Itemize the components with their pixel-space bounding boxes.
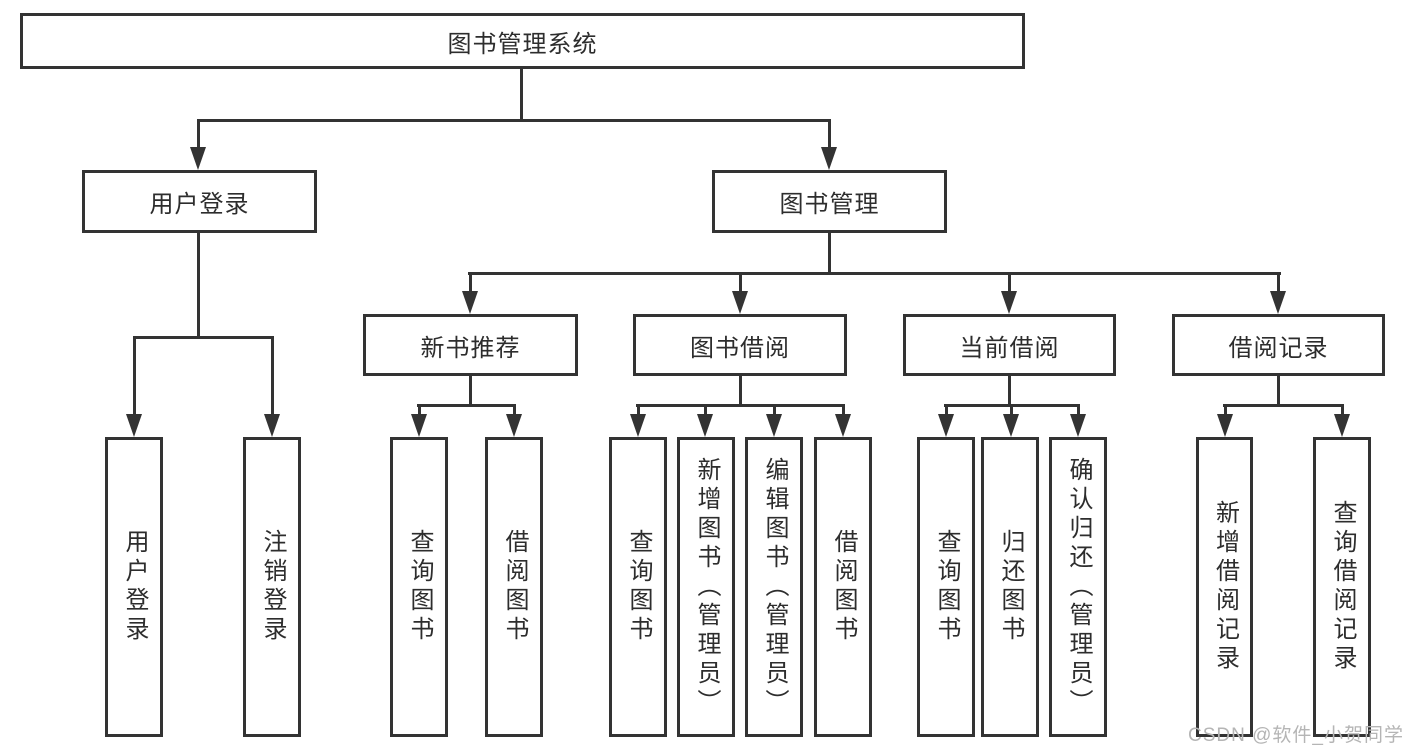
- arrowhead-leaf-icon: [630, 414, 646, 437]
- connector-user-login-stub: [197, 230, 200, 339]
- node-leaf-edit-books-admin: 编辑图书（管理员）: [745, 437, 803, 737]
- node-label: 图书管理: [779, 191, 880, 218]
- node-label: 查询借阅记录: [1329, 500, 1356, 674]
- connector-bus-borrow-record: [1223, 404, 1344, 407]
- csdn-watermark: CSDN @软件_小贺同学: [1188, 725, 1404, 746]
- arrowhead-leaf-icon: [1003, 414, 1019, 437]
- connector-drop-leaf: [1077, 404, 1080, 422]
- connector-drop-leaf: [945, 404, 948, 422]
- arrowhead-user-login-icon: [190, 147, 206, 170]
- node-leaf-query-books-1: 查询图书: [390, 437, 448, 737]
- connector-drop-user-login: [197, 119, 200, 151]
- node-label: 图书借阅: [690, 334, 790, 362]
- node-leaf-add-borrow-record: 新增借阅记录: [1196, 437, 1253, 737]
- connector-book-management-stub: [828, 230, 831, 275]
- arrowhead-leaf-icon: [1070, 414, 1086, 437]
- connector-drop-leaf: [704, 404, 707, 422]
- node-leaf-user-login: 用户登录: [105, 437, 163, 737]
- connector-bus-book-borrow: [636, 404, 845, 407]
- arrowhead-login-leaf-icon: [126, 414, 142, 437]
- arrowhead-current-borrow-icon: [1001, 291, 1017, 314]
- node-label: 用户登录: [149, 191, 250, 218]
- arrowhead-leaf-icon: [835, 414, 851, 437]
- connector-drop-logout-leaf: [271, 336, 274, 420]
- node-leaf-confirm-return-admin: 确认归还（管理员）: [1049, 437, 1107, 737]
- arrowhead-leaf-icon: [697, 414, 713, 437]
- node-leaf-add-books-admin: 新增图书（管理员）: [677, 437, 735, 737]
- connector-bus-level1: [197, 119, 831, 122]
- node-label: 确认归还（管理员）: [1065, 456, 1092, 718]
- arrowhead-leaf-icon: [506, 414, 522, 437]
- connector-drop-book-borrow: [739, 272, 742, 297]
- node-leaf-logout: 注销登录: [243, 437, 301, 737]
- arrowhead-leaf-icon: [1217, 414, 1233, 437]
- arrowhead-book-management-icon: [821, 147, 837, 170]
- arrowhead-leaf-icon: [1334, 414, 1350, 437]
- connector-drop-current-borrow: [1008, 272, 1011, 297]
- node-label: 归还图书: [997, 529, 1024, 645]
- arrowhead-book-borrow-icon: [732, 291, 748, 314]
- node-book-borrowing: 图书借阅: [633, 314, 847, 376]
- node-label: 新书推荐: [420, 334, 521, 362]
- node-leaf-query-books-3: 查询图书: [917, 437, 975, 737]
- connector-bus-new-book: [417, 404, 516, 407]
- node-leaf-return-books: 归还图书: [981, 437, 1039, 737]
- arrowhead-borrow-record-icon: [1270, 291, 1286, 314]
- node-label: 借阅图书: [830, 529, 857, 645]
- node-current-borrowing: 当前借阅: [903, 314, 1116, 376]
- connector-drop-new-book: [469, 272, 472, 297]
- node-label: 查询图书: [625, 529, 652, 645]
- node-library-management-system: 图书管理系统: [20, 13, 1025, 69]
- node-leaf-borrow-books-1: 借阅图书: [485, 437, 543, 737]
- arrowhead-leaf-icon: [938, 414, 954, 437]
- node-label: 用户登录: [121, 529, 148, 645]
- node-new-book-recommend: 新书推荐: [363, 314, 578, 376]
- connector-drop-leaf: [513, 404, 516, 422]
- connector-drop-leaf: [637, 404, 640, 422]
- node-label: 借阅记录: [1228, 334, 1329, 362]
- node-label: 图书管理系统: [447, 30, 598, 58]
- connector-bus-book-management: [468, 272, 1281, 275]
- arrowhead-new-book-icon: [462, 291, 478, 314]
- node-label: 查询图书: [933, 529, 960, 645]
- connector-drop-borrow-record: [1277, 272, 1280, 297]
- node-label: 注销登录: [259, 529, 286, 645]
- node-borrowing-records: 借阅记录: [1172, 314, 1385, 376]
- connector-drop-leaf: [842, 404, 845, 422]
- arrowhead-leaf-icon: [766, 414, 782, 437]
- node-label: 新增图书（管理员）: [693, 456, 720, 718]
- node-label: 借阅图书: [501, 529, 528, 645]
- connector-root-stub: [520, 66, 523, 122]
- node-label: 查询图书: [406, 529, 433, 645]
- arrowhead-leaf-icon: [411, 414, 427, 437]
- connector-borrow-record-stub: [1277, 373, 1280, 407]
- connector-new-book-stub: [469, 373, 472, 407]
- node-leaf-query-books-2: 查询图书: [609, 437, 667, 737]
- node-user-login: 用户登录: [82, 170, 317, 233]
- node-label: 当前借阅: [959, 334, 1060, 362]
- connector-current-borrow-stub: [1008, 373, 1011, 407]
- connector-drop-leaf: [1224, 404, 1227, 422]
- connector-bus-user-login: [133, 336, 274, 339]
- node-label: 新增借阅记录: [1211, 500, 1239, 674]
- connector-drop-login-leaf: [133, 336, 136, 420]
- arrowhead-logout-leaf-icon: [264, 414, 280, 437]
- connector-drop-leaf: [418, 404, 421, 422]
- connector-drop-leaf: [1010, 404, 1013, 422]
- connector-drop-leaf: [1341, 404, 1344, 422]
- connector-book-borrow-stub: [739, 373, 742, 407]
- connector-drop-book-management: [828, 119, 831, 151]
- connector-drop-leaf: [773, 404, 776, 422]
- node-leaf-borrow-books-2: 借阅图书: [814, 437, 872, 737]
- node-book-management: 图书管理: [712, 170, 947, 233]
- node-leaf-query-borrow-record: 查询借阅记录: [1313, 437, 1371, 737]
- node-label: 编辑图书（管理员）: [761, 456, 788, 718]
